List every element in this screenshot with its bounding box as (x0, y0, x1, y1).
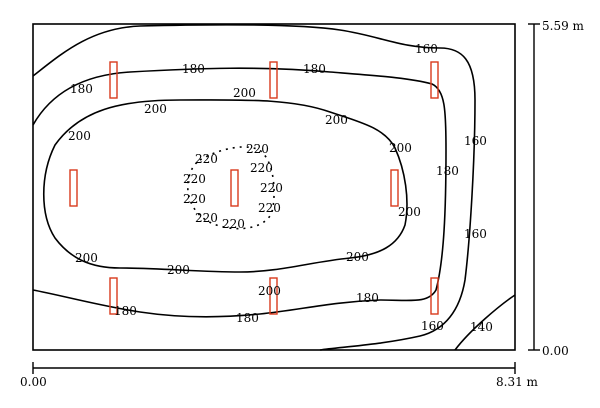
luminaire-7 (109, 277, 118, 315)
contour-label-180: 180 (303, 62, 326, 76)
contour-label-220: 220 (222, 217, 245, 231)
luminaire-1 (109, 61, 118, 99)
contour-label-180: 180 (356, 291, 379, 305)
y-axis: 5.59 m 0.00 (528, 19, 585, 358)
luminaire-4 (69, 169, 78, 207)
luminaire-6 (390, 169, 399, 207)
y-axis-end-label: 5.59 m (542, 19, 585, 33)
contour-220-line (186, 146, 275, 230)
contour-label-180: 180 (70, 82, 93, 96)
room-outline (32, 23, 516, 351)
contour-label-220: 220 (183, 172, 206, 186)
contour-label-160: 160 (421, 319, 444, 333)
contour-label-160: 160 (415, 42, 438, 56)
contour-label-200: 200 (68, 129, 91, 143)
contour-label-220: 220 (250, 161, 273, 175)
contour-label-220: 220 (258, 201, 281, 215)
x-axis-end-label: 8.31 m (496, 375, 539, 389)
contour-label-180: 180 (436, 164, 459, 178)
contour-200-line (43, 99, 408, 273)
contour-labels: 140 160 160 160 160 180 180 180 180 180 … (68, 42, 493, 334)
contour-label-220: 220 (246, 142, 269, 156)
luminaire-5 (230, 169, 239, 207)
contour-label-180: 180 (114, 304, 137, 318)
contour-160-line (32, 24, 476, 351)
contour-label-200: 200 (389, 141, 412, 155)
contour-140-line (454, 294, 516, 351)
contour-label-220: 220 (183, 192, 206, 206)
contour-label-200: 200 (325, 113, 348, 127)
contour-label-140: 140 (470, 320, 493, 334)
luminaire-2 (269, 61, 278, 99)
contour-label-160: 160 (464, 227, 487, 241)
y-axis-start-label: 0.00 (542, 344, 569, 358)
contour-label-200: 200 (346, 250, 369, 264)
contour-label-200: 200 (233, 86, 256, 100)
luminaire-3 (430, 61, 439, 99)
contour-label-220: 220 (260, 181, 283, 195)
contour-label-200: 200 (167, 263, 190, 277)
contour-label-200: 200 (144, 102, 167, 116)
contour-label-180: 180 (236, 311, 259, 325)
luminaire-8 (269, 277, 278, 315)
contour-label-220: 220 (195, 211, 218, 225)
contour-180-line (32, 67, 447, 318)
contour-label-220: 220 (195, 152, 218, 166)
contour-label-200: 200 (75, 251, 98, 265)
x-axis: 0.00 8.31 m (20, 362, 539, 389)
contour-label-160: 160 (464, 134, 487, 148)
luminaire-9 (430, 277, 439, 315)
contour-label-200: 200 (258, 284, 281, 298)
contour-label-180: 180 (182, 62, 205, 76)
contour-label-200: 200 (398, 205, 421, 219)
x-axis-start-label: 0.00 (20, 375, 47, 389)
